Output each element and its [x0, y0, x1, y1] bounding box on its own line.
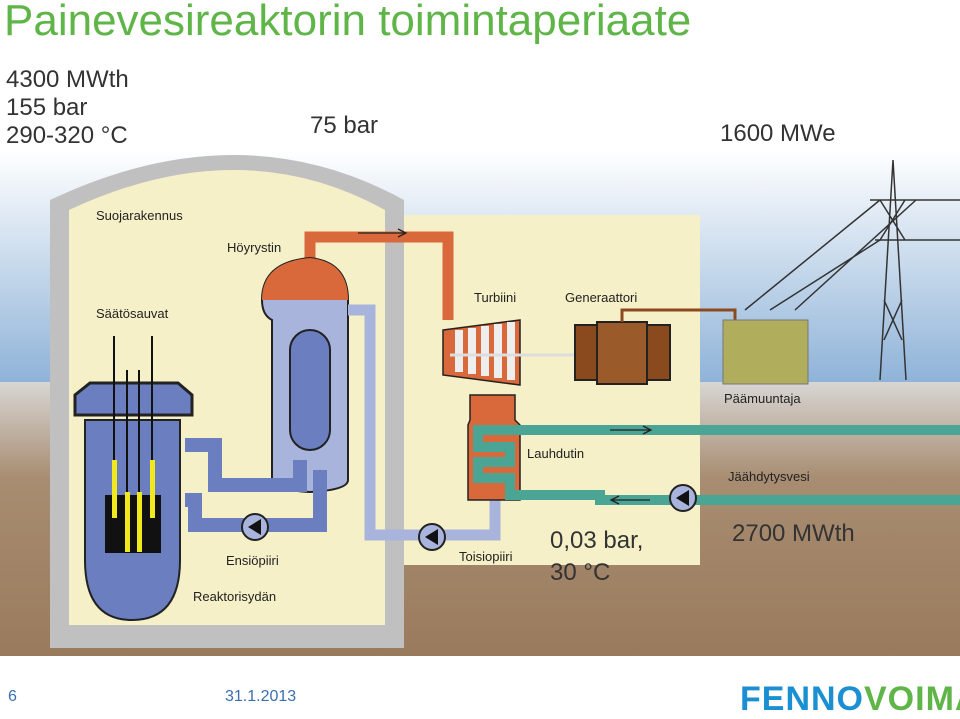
- cooling-in-arrow: [610, 425, 653, 435]
- reactor-power: 4300 MWth: [6, 66, 129, 93]
- label-main-transformer: Päämuuntaja: [724, 391, 801, 406]
- condenser-pressure: 0,03 bar,: [550, 527, 643, 554]
- slide-number: 6: [8, 688, 17, 705]
- label-cooling-water: Jäähdytysvesi: [728, 469, 810, 484]
- cooling-pump-arrow: [676, 490, 689, 506]
- label-steam-generator: Höyrystin: [227, 240, 281, 255]
- reactor-pressure: 155 bar: [6, 94, 88, 121]
- generator-cable: [620, 308, 737, 322]
- primary-hot-leg: [185, 438, 307, 492]
- turbine-blades: [455, 322, 515, 380]
- label-containment: Suojarakennus: [96, 208, 183, 223]
- steam-dome: [262, 258, 348, 300]
- label-primary-circuit: Ensiöpiiri: [226, 553, 279, 568]
- fuel-rods: [112, 460, 155, 552]
- electric-output: 1600 MWe: [720, 120, 836, 147]
- label-condenser: Lauhdutin: [527, 446, 584, 461]
- fennovoima-logo: FENNOVOIMA: [740, 680, 960, 719]
- steam-generator-tubes: [289, 329, 331, 451]
- cooling-water-loop: [473, 425, 960, 505]
- cooling-out-arrow: [609, 495, 650, 505]
- cooling-heat: 2700 MWth: [732, 520, 855, 547]
- reactor-temperature: 290-320 °C: [6, 122, 128, 149]
- label-reactor-core: Reaktorisydän: [193, 589, 276, 604]
- condenser-temperature: 30 °C: [550, 559, 610, 586]
- slide-date: 31.1.2013: [225, 688, 297, 705]
- main-transformer: [722, 319, 809, 385]
- steam-pressure: 75 bar: [310, 112, 378, 139]
- steam-flow-arrow: [358, 228, 408, 238]
- feedwater-pipe: [348, 304, 501, 541]
- logo-part-1: FENNO: [740, 680, 864, 718]
- steam-pipe: [304, 231, 454, 320]
- feedwater-pump-arrow: [425, 529, 438, 545]
- label-turbine: Turbiini: [474, 290, 516, 305]
- label-generator: Generaattori: [565, 290, 637, 305]
- primary-cold-leg: [185, 470, 327, 532]
- label-control-rods: Säätösauvat: [96, 306, 169, 321]
- primary-pump-arrow: [248, 519, 261, 535]
- slide-title: Painevesireaktorin toimintaperiaate: [4, 0, 692, 45]
- generator-housing: [596, 321, 648, 385]
- label-secondary-circuit: Toisiopiiri: [459, 549, 513, 564]
- power-pylon: [744, 159, 960, 381]
- reactor-head: [73, 381, 194, 417]
- logo-part-2: VOIMA: [864, 680, 960, 718]
